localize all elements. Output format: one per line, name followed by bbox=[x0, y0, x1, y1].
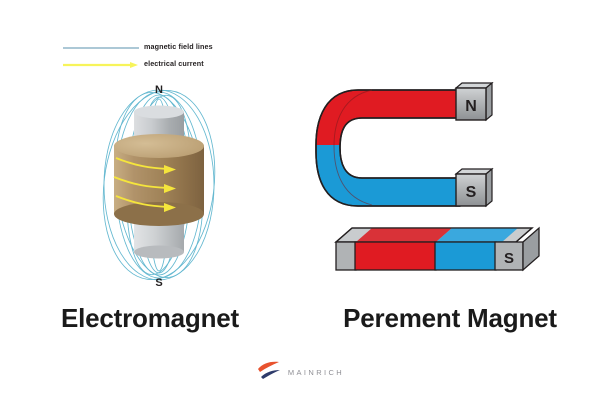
horseshoe-north-pole-tip: N bbox=[454, 81, 494, 122]
legend-item-electrical-current: electrical current bbox=[62, 55, 282, 72]
wire-coil bbox=[114, 134, 204, 226]
current-arrowheads bbox=[164, 165, 176, 212]
horseshoe-magnet: N S bbox=[315, 81, 494, 208]
permanent-magnet-diagram: N S bbox=[310, 81, 560, 292]
horseshoe-pole-label-south: S bbox=[466, 184, 477, 201]
horseshoe-south-pole-tip: S bbox=[454, 167, 494, 208]
electromagnet-diagram: N S bbox=[58, 80, 263, 290]
pole-label-south: S bbox=[155, 277, 162, 289]
arrow-swatch-icon bbox=[62, 58, 140, 70]
footer-logo: MAINRICH bbox=[0, 360, 600, 385]
mainrich-logo-icon bbox=[256, 360, 282, 385]
horseshoe-pole-label-north: N bbox=[465, 98, 477, 115]
bar-pole-label-south: S bbox=[504, 250, 514, 267]
pole-label-north: N bbox=[155, 84, 163, 96]
legend-item-field-lines: magnetic field lines bbox=[62, 38, 282, 55]
legend-label-field-lines: magnetic field lines bbox=[144, 42, 213, 51]
bar-magnet: S bbox=[334, 226, 540, 272]
line-swatch-icon bbox=[62, 41, 140, 53]
caption-electromagnet: Electromagnet bbox=[60, 303, 239, 333]
logo-wordmark: MAINRICH bbox=[287, 368, 345, 377]
legend-label-electrical-current: electrical current bbox=[144, 59, 204, 68]
legend: magnetic field lines electrical current bbox=[62, 38, 282, 72]
current-arrows bbox=[113, 157, 169, 208]
caption-permanent-magnet: Perement Magnet bbox=[343, 303, 557, 333]
